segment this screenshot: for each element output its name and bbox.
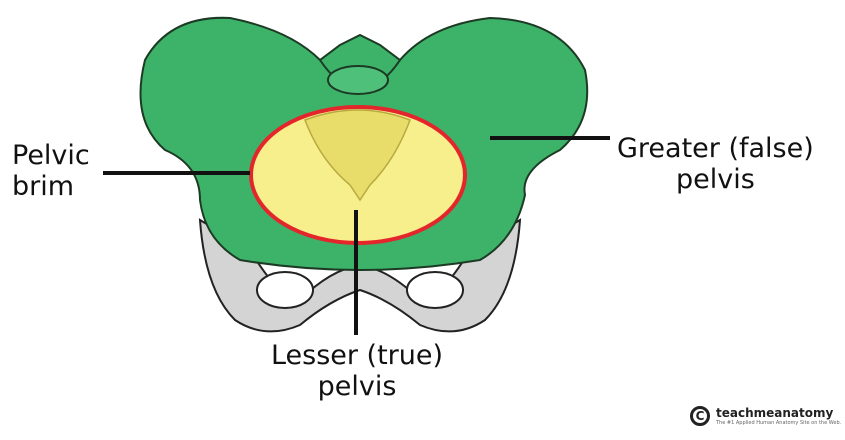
ischium-pubis-bones [198, 218, 522, 333]
greater-pelvis-label: Greater (false) pelvis [617, 133, 814, 195]
pelvic-brim-label: Pelvic brim [12, 140, 90, 202]
label-line: pelvis [317, 371, 397, 402]
lesser-pelvis-label: Lesser (true) pelvis [262, 340, 452, 402]
logo-tagline: The #1 Applied Human Anatomy Site on the… [716, 419, 842, 426]
copyright-icon: C [690, 406, 710, 426]
label-line: brim [12, 171, 75, 202]
label-line: Greater (false) [617, 133, 814, 164]
label-line: pelvis [675, 164, 755, 195]
sacrum [304, 109, 411, 202]
leader-lines [103, 136, 610, 335]
label-line: Lesser (true) [270, 340, 444, 371]
logo-name: teachmeanatomy [716, 405, 834, 420]
label-line: Pelvic [12, 140, 90, 171]
teachmeanatomy-logo: C teachmeanatomy The #1 Applied Human An… [690, 406, 841, 426]
